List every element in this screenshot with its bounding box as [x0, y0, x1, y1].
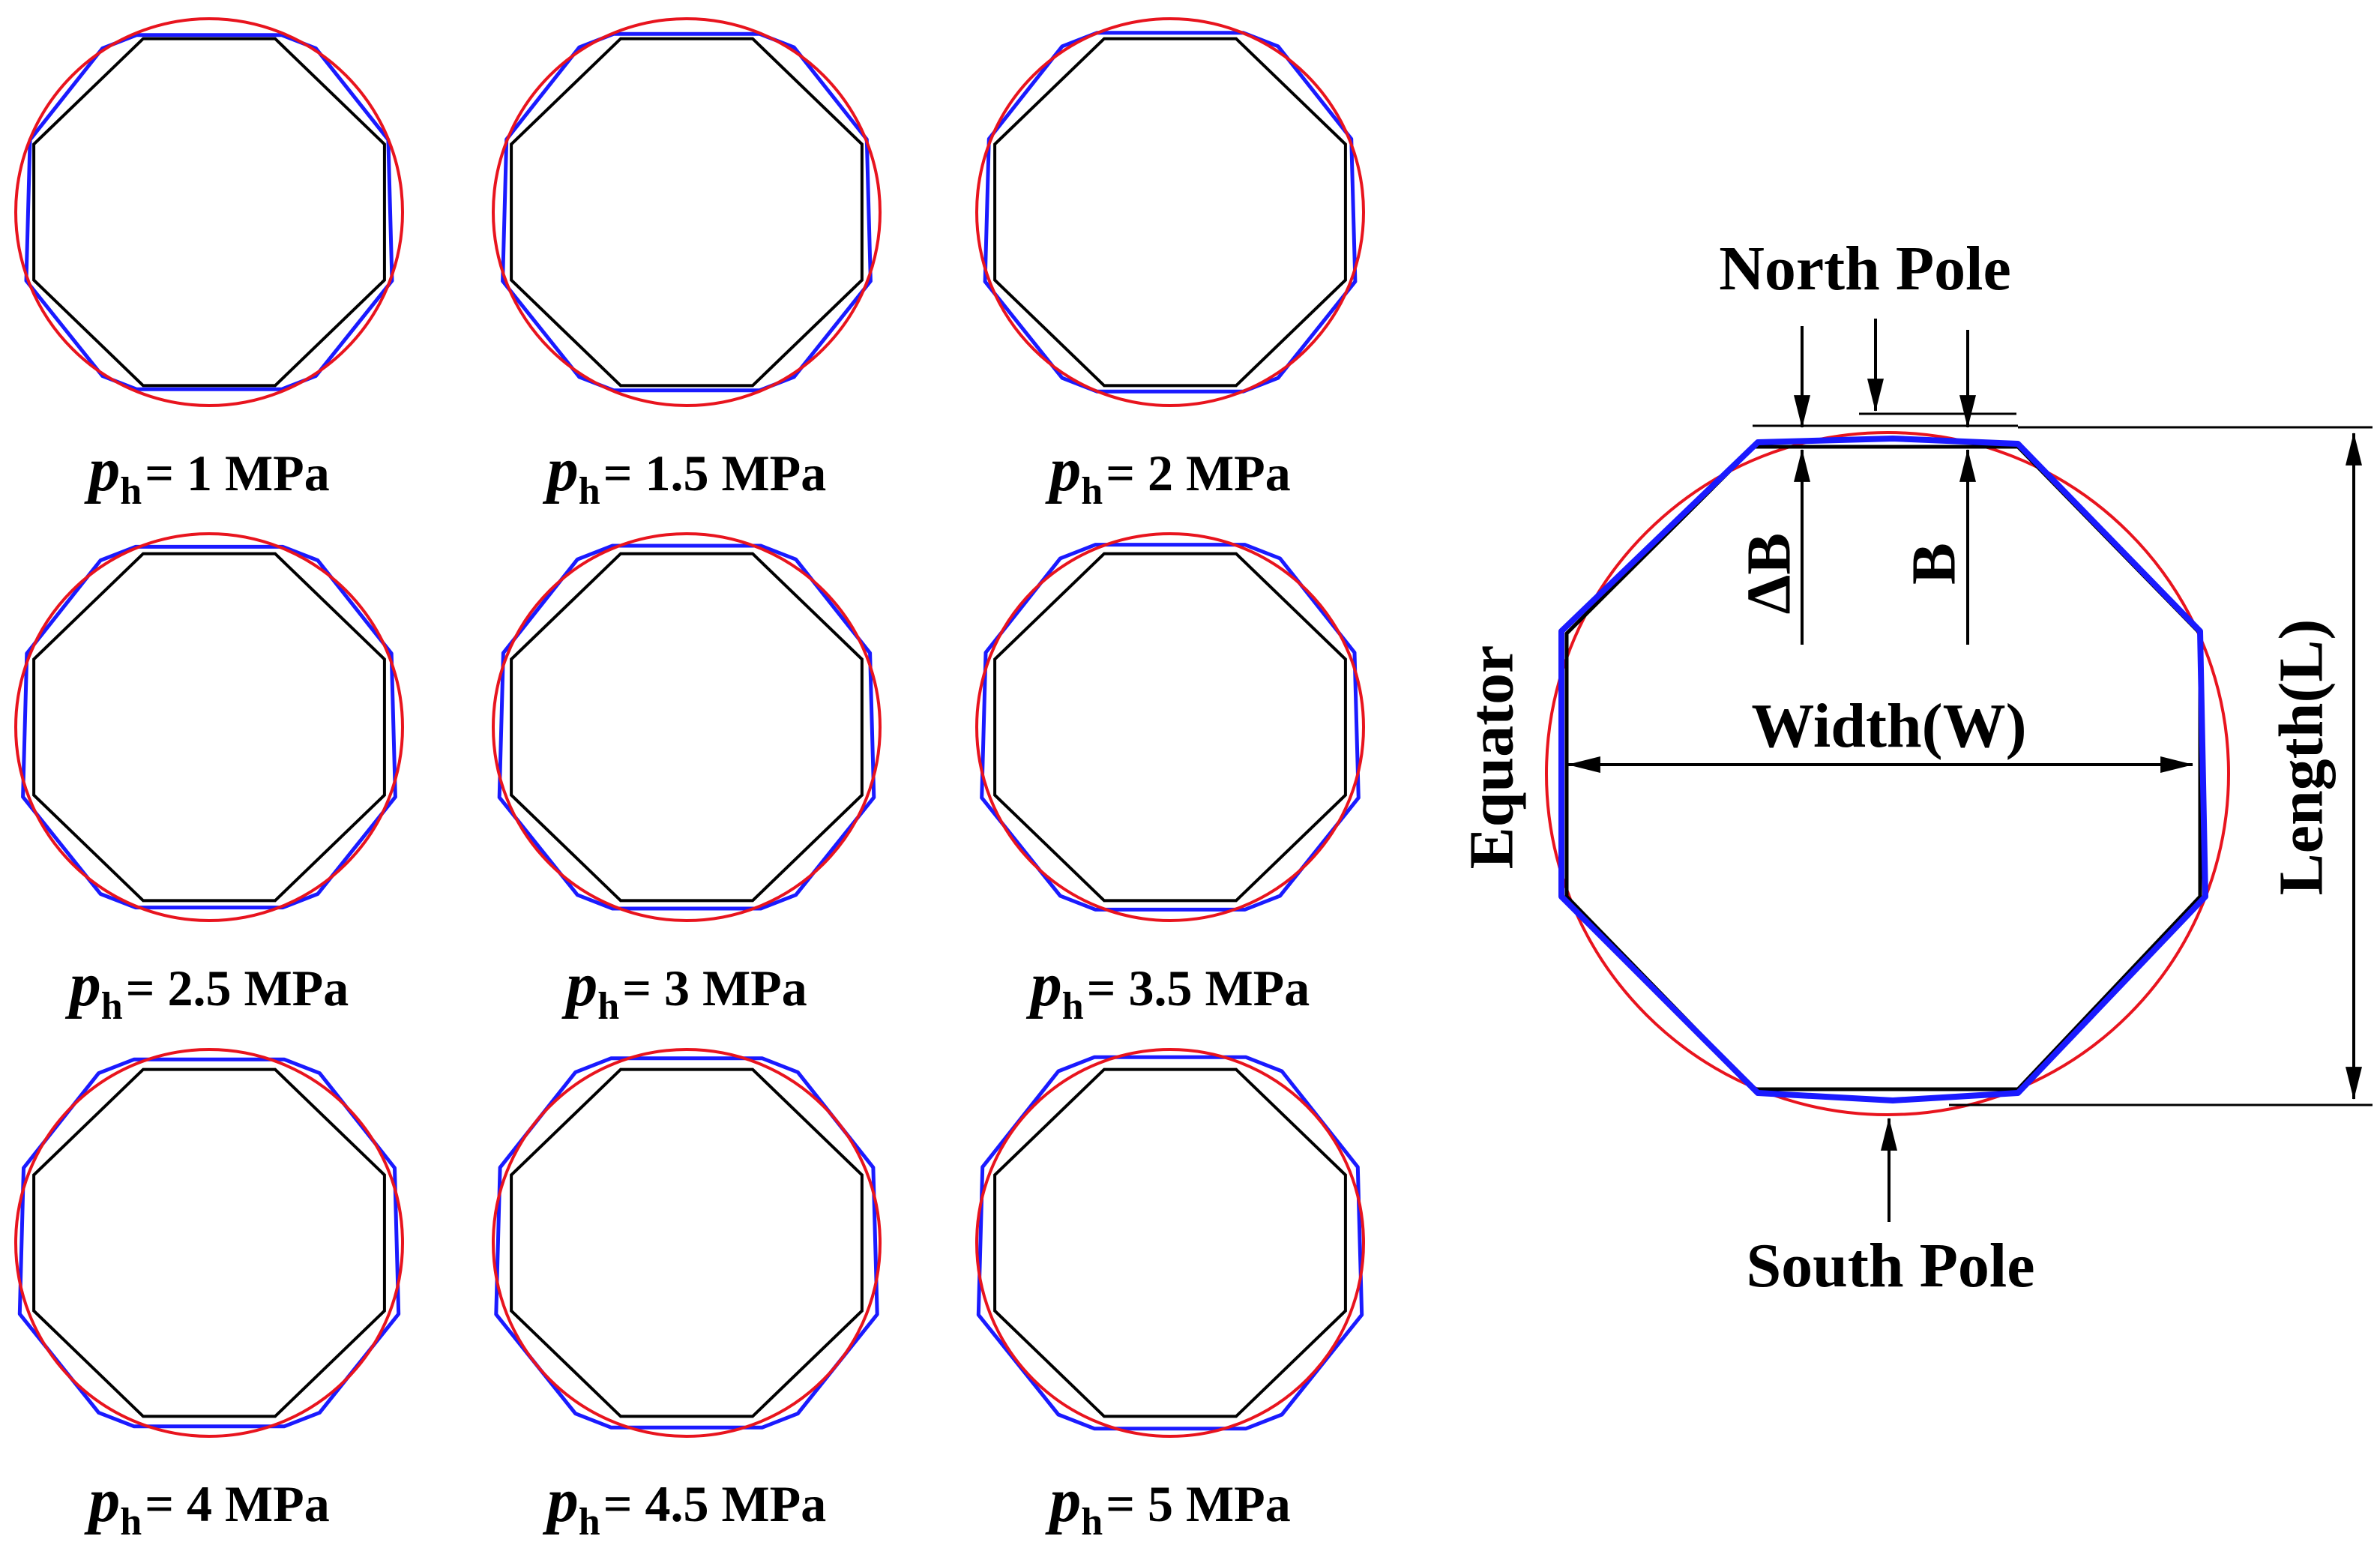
reference-circle [975, 17, 1365, 407]
pressure-label: ph= 3 MPa [566, 948, 807, 1028]
pressure-label: ph= 1 MPa [88, 433, 330, 513]
reference-circle [492, 532, 882, 922]
schematic-reference-circle [1545, 431, 2230, 1116]
pressure-symbol: p [546, 1466, 579, 1535]
b-label: B [1899, 542, 1969, 585]
south-pole-label: South Pole [1746, 1231, 2035, 1301]
pressure-panel [975, 532, 1365, 922]
pressure-subscript: h [120, 470, 142, 513]
reference-circle [492, 17, 882, 407]
pressure-label: ph= 4 MPa [88, 1464, 330, 1544]
undeformed-outline [993, 37, 1347, 388]
undeformed-outline [32, 1067, 386, 1418]
schematic-deformed-outline [1558, 436, 2208, 1103]
pressure-symbol: p [546, 435, 579, 505]
pressure-panel [14, 17, 404, 407]
pressure-value: = 3 MPa [622, 960, 807, 1017]
pressure-panel [492, 532, 882, 922]
length-label: Length(L) [2266, 618, 2337, 896]
pressure-subscript: h [120, 1501, 142, 1544]
pressure-value: = 2 MPa [1106, 445, 1291, 502]
pressure-value: = 1.5 MPa [603, 445, 827, 502]
equator-label: Equator [1456, 645, 1527, 870]
deformed-outline [497, 543, 876, 911]
pressure-value: = 1 MPa [145, 445, 330, 502]
pressure-panel [14, 1048, 404, 1438]
pressure-symbol: p [88, 435, 121, 505]
pressure-symbol: p [1049, 435, 1082, 505]
reference-circle [14, 1048, 404, 1438]
pressure-subscript: h [597, 985, 620, 1028]
pressure-value: = 4 MPa [145, 1475, 330, 1532]
undeformed-outline [993, 1067, 1347, 1418]
deformed-outline [501, 31, 873, 393]
deformed-outline [21, 544, 397, 910]
pressure-value: = 5 MPa [1106, 1475, 1291, 1532]
width-label: Width(W) [1751, 691, 2027, 761]
pressure-subscript: h [578, 470, 600, 513]
reference-circle [492, 1048, 882, 1438]
deformed-outline [494, 1056, 879, 1430]
pressure-symbol: p [69, 950, 101, 1020]
delta-b-label: ΔB [1734, 532, 1804, 615]
pressure-subscript: h [578, 1501, 600, 1544]
pressure-panel [492, 1048, 882, 1438]
undeformed-outline [510, 37, 864, 388]
pressure-panels [14, 17, 1365, 1438]
pressure-panel [975, 17, 1365, 407]
reference-circle [975, 1048, 1365, 1438]
deformed-outline [980, 543, 1361, 912]
pressure-value: = 3.5 MPa [1086, 960, 1310, 1017]
pressure-subscript: h [1081, 1501, 1103, 1544]
deformed-outline [983, 31, 1358, 394]
deformed-outline [17, 1057, 401, 1429]
pressure-label: ph= 4.5 MPa [546, 1464, 827, 1544]
pressure-value: = 4.5 MPa [603, 1475, 827, 1532]
pressure-value: = 2.5 MPa [125, 960, 349, 1017]
pressure-label: ph= 2 MPa [1049, 433, 1291, 513]
pressure-panel [492, 17, 882, 407]
pressure-subscript: h [100, 985, 123, 1028]
pressure-symbol: p [88, 1466, 121, 1535]
reference-circle [14, 532, 404, 922]
pressure-subscript: h [1061, 985, 1084, 1028]
undeformed-outline [32, 552, 386, 903]
pressure-subscript: h [1081, 470, 1103, 513]
reference-circle [975, 532, 1365, 922]
north-pole-label: North Pole [1719, 234, 2011, 304]
pressure-label: ph= 2.5 MPa [69, 948, 349, 1028]
undeformed-outline [510, 552, 864, 903]
pressure-label: ph= 5 MPa [1049, 1464, 1291, 1544]
pressure-panel [975, 1048, 1365, 1438]
undeformed-outline [510, 1067, 864, 1418]
schematic-diagram [1545, 319, 2373, 1222]
undeformed-outline [993, 552, 1347, 903]
reference-circle [14, 17, 404, 407]
pressure-symbol: p [1030, 950, 1062, 1020]
undeformed-outline [32, 37, 386, 388]
pressure-panel [14, 532, 404, 922]
pressure-symbol: p [566, 950, 598, 1020]
pressure-label: ph= 1.5 MPa [546, 433, 827, 513]
pressure-label: ph= 3.5 MPa [1030, 948, 1310, 1028]
pressure-symbol: p [1049, 1466, 1082, 1535]
deformed-outline [976, 1055, 1364, 1431]
deformed-outline [24, 33, 394, 391]
